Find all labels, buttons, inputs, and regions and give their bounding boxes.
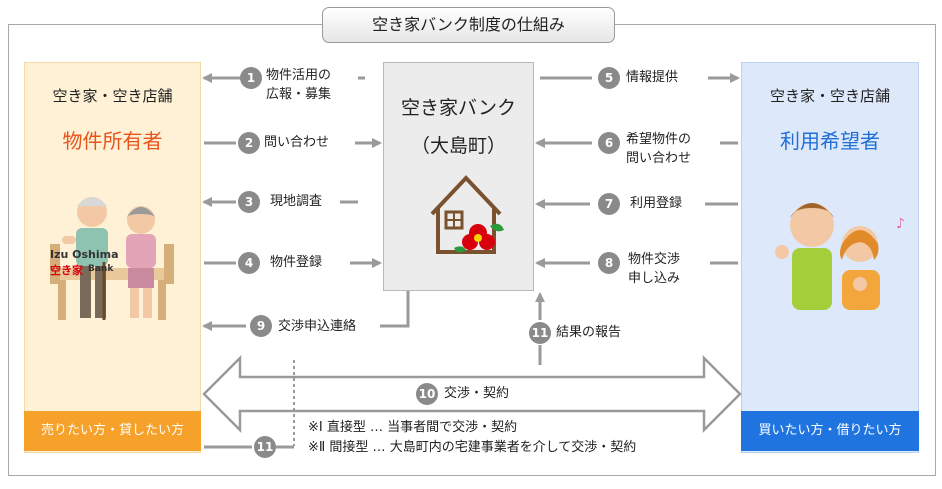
step-4-label: 物件登録 (270, 255, 323, 270)
svg-text:♪: ♪ (896, 216, 905, 232)
step-9-label: 交渉申込連絡 (278, 319, 357, 334)
bank-logo-line1: Izu Oshima (50, 248, 119, 261)
step-7-badge: 7 (598, 193, 620, 215)
bank-logo-line2: 空き家 (50, 264, 83, 277)
house-logo-icon (430, 175, 504, 254)
step-2-badge: 2 (238, 132, 260, 154)
step-2-label: 問い合わせ (264, 135, 330, 150)
young-couple-illustration: ♪ (775, 203, 905, 310)
step-11-result-badge: 11 (529, 322, 551, 344)
bank-name: 空き家バンク (401, 97, 516, 119)
step-10-label: 交渉・契約 (444, 386, 510, 401)
step-1-badge: 1 (240, 67, 262, 89)
note-indirect: ※Ⅱ 間接型 … 大島町内の宅建事業者を介して交渉・契約 (308, 440, 637, 455)
user-panel-subtitle: 空き家・空き店舗 (769, 87, 890, 105)
step-1-label-line2: 広報・募集 (266, 87, 332, 102)
bank-logo-line3: Bank (88, 264, 114, 274)
step-5-badge: 5 (598, 67, 620, 89)
step-6-badge: 6 (598, 132, 620, 154)
owner-panel-heading: 物件所有者 (62, 129, 163, 153)
step-5-label: 情報提供 (626, 70, 679, 85)
owner-panel-subtitle: 空き家・空き店舗 (52, 87, 173, 105)
step-7-label: 利用登録 (630, 196, 683, 211)
step-9-badge: 9 (250, 315, 272, 337)
elderly-couple-illustration (50, 197, 174, 320)
bank-town: （大島町） (410, 135, 506, 157)
owner-panel-footer: 売りたい方・貸したい方 (24, 411, 201, 451)
user-panel: 空き家・空き店舗 利用希望者 (741, 62, 919, 453)
step-11-final-badge: 11 (254, 436, 276, 458)
step-1-label-line1: 物件活用の (266, 68, 332, 83)
step-8-badge: 8 (598, 252, 620, 274)
diagram-title: 空き家バンク制度の仕組み (322, 7, 615, 43)
step-3-badge: 3 (238, 191, 260, 213)
step-10-badge: 10 (416, 383, 438, 405)
step-8-label-line1: 物件交渉 (628, 252, 681, 267)
step-4-badge: 4 (238, 252, 260, 274)
step-8-label-line2: 申し込み (628, 271, 681, 286)
step-11-result-label: 結果の報告 (556, 325, 622, 340)
note-direct: ※Ⅰ 直接型 … 当事者間で交渉・契約 (308, 420, 518, 435)
step-3-label: 現地調査 (270, 194, 323, 209)
step-6-label-line2: 問い合わせ (626, 151, 692, 166)
user-panel-heading: 利用希望者 (780, 129, 880, 153)
step-6-label-line1: 希望物件の (626, 132, 692, 147)
user-panel-footer: 買いたい方・借りたい方 (741, 411, 919, 451)
